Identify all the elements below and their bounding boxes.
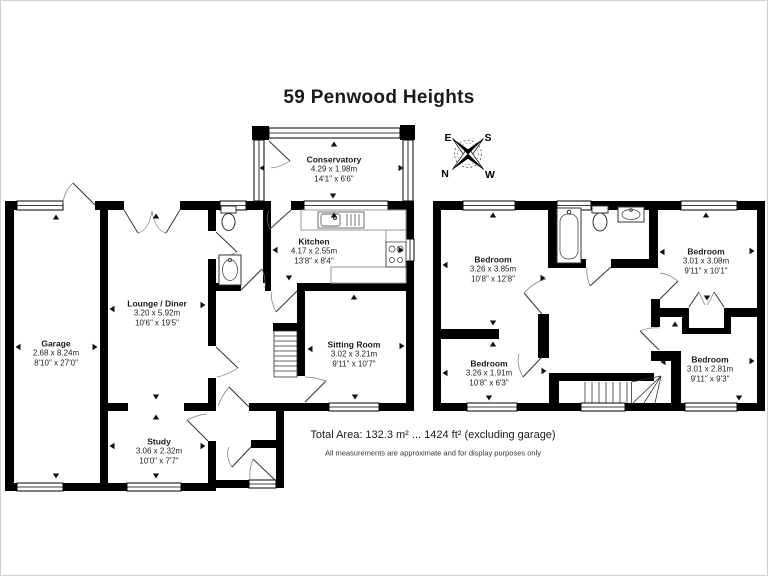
room-imperial: 9'11" x 10'1" bbox=[684, 266, 728, 276]
wc-basin-icon bbox=[218, 254, 242, 286]
room-imperial: 14'1" x 6'6" bbox=[314, 174, 354, 184]
bathroom-basin-icon bbox=[617, 206, 645, 223]
room-metric: 3.20 x 5.92m bbox=[133, 308, 181, 318]
room-metric: 4.17 x 2.55m bbox=[290, 246, 338, 256]
room-metric: 3.02 x 3.21m bbox=[330, 349, 378, 359]
room-label-lounge-diner: Lounge / Diner 3.20 x 5.92m 10'6" x 19'5… bbox=[127, 298, 187, 327]
room-label-bedroom-3: Bedroom 3.26 x 1.91m 10'8" x 6'3" bbox=[466, 358, 512, 387]
room-imperial: 13'8" x 8'4" bbox=[294, 256, 334, 266]
room-label-sitting-room: Sitting Room 3.02 x 3.21m 9'11" x 10'7" bbox=[328, 339, 381, 368]
room-metric: 3.06 x 2.32m bbox=[135, 446, 183, 456]
room-metric: 4.29 x 1.98m bbox=[310, 164, 358, 174]
room-metric: 2.68 x 8.24m bbox=[32, 348, 80, 358]
ground-floor-walls bbox=[5, 125, 415, 491]
room-imperial: 9'11" x 9'3" bbox=[690, 374, 730, 384]
room-name: Bedroom bbox=[687, 246, 725, 257]
first-floor-walls bbox=[433, 201, 765, 411]
room-metric: 3.01 x 3.08m bbox=[682, 256, 730, 266]
room-name: Garage bbox=[41, 338, 71, 349]
compass-letter-e: E bbox=[444, 132, 451, 144]
kitchen-hob-icon bbox=[385, 241, 407, 268]
ground-stairs bbox=[273, 330, 298, 378]
wc-toilet-icon bbox=[220, 205, 237, 231]
room-imperial: 10'8" x 12'8" bbox=[471, 274, 515, 284]
room-label-bedroom-1: Bedroom 3.26 x 3.85m 10'8" x 12'8" bbox=[470, 254, 516, 283]
room-imperial: 10'6" x 19'5" bbox=[135, 318, 179, 328]
room-name: Lounge / Diner bbox=[127, 298, 187, 309]
room-name: Bedroom bbox=[474, 254, 512, 265]
room-label-bedroom-2: Bedroom 3.01 x 3.08m 9'11" x 10'1" bbox=[683, 246, 729, 275]
bath-icon bbox=[556, 207, 582, 264]
room-name: Conservatory bbox=[306, 154, 362, 165]
first-floor-doors bbox=[517, 266, 725, 378]
total-area-text: Total Area: 132.3 m² ... 1424 ft² (exclu… bbox=[310, 429, 556, 441]
bathroom-toilet-icon bbox=[591, 205, 609, 232]
room-label-bedroom-4: Bedroom 3.01 x 2.81m 9'11" x 9'3" bbox=[687, 354, 733, 383]
room-label-study: Study 3.06 x 2.32m 10'0" x 7'7" bbox=[136, 436, 182, 465]
compass-rose-icon: E S N W bbox=[441, 132, 495, 181]
first-floor-windows bbox=[462, 200, 738, 412]
room-metric: 3.01 x 2.81m bbox=[686, 364, 734, 374]
room-label-conservatory: Conservatory 4.29 x 1.98m 14'1" x 6'6" bbox=[307, 154, 362, 183]
compass-letter-w: W bbox=[485, 169, 495, 181]
room-imperial: 10'8" x 6'3" bbox=[469, 378, 509, 388]
compass-letter-s: S bbox=[484, 132, 491, 144]
room-label-garage: Garage 2.68 x 8.24m 8'10" x 27'0" bbox=[33, 338, 79, 367]
page-title: 59 Penwood Heights bbox=[283, 87, 475, 108]
kitchen-counter bbox=[300, 209, 407, 284]
room-name: Kitchen bbox=[298, 236, 330, 247]
room-name: Sitting Room bbox=[327, 339, 381, 350]
room-imperial: 8'10" x 27'0" bbox=[34, 358, 78, 368]
compass-letter-n: N bbox=[441, 168, 449, 180]
disclaimer-text: All measurements are approximate and for… bbox=[325, 448, 541, 458]
room-name: Bedroom bbox=[691, 354, 729, 365]
room-name: Study bbox=[147, 436, 171, 447]
room-name: Bedroom bbox=[470, 358, 508, 369]
ground-floor-doors bbox=[62, 140, 327, 481]
ground-floor-windows bbox=[16, 127, 415, 492]
room-metric: 3.26 x 3.85m bbox=[469, 264, 517, 274]
room-label-kitchen: Kitchen 4.17 x 2.55m 13'8" x 8'4" bbox=[291, 236, 337, 265]
room-imperial: 10'0" x 7'7" bbox=[139, 456, 179, 466]
measurement-arrows bbox=[15, 141, 755, 479]
room-metric: 3.26 x 1.91m bbox=[465, 368, 513, 378]
room-imperial: 9'11" x 10'7" bbox=[332, 359, 376, 369]
first-floor-stairs bbox=[584, 375, 662, 404]
